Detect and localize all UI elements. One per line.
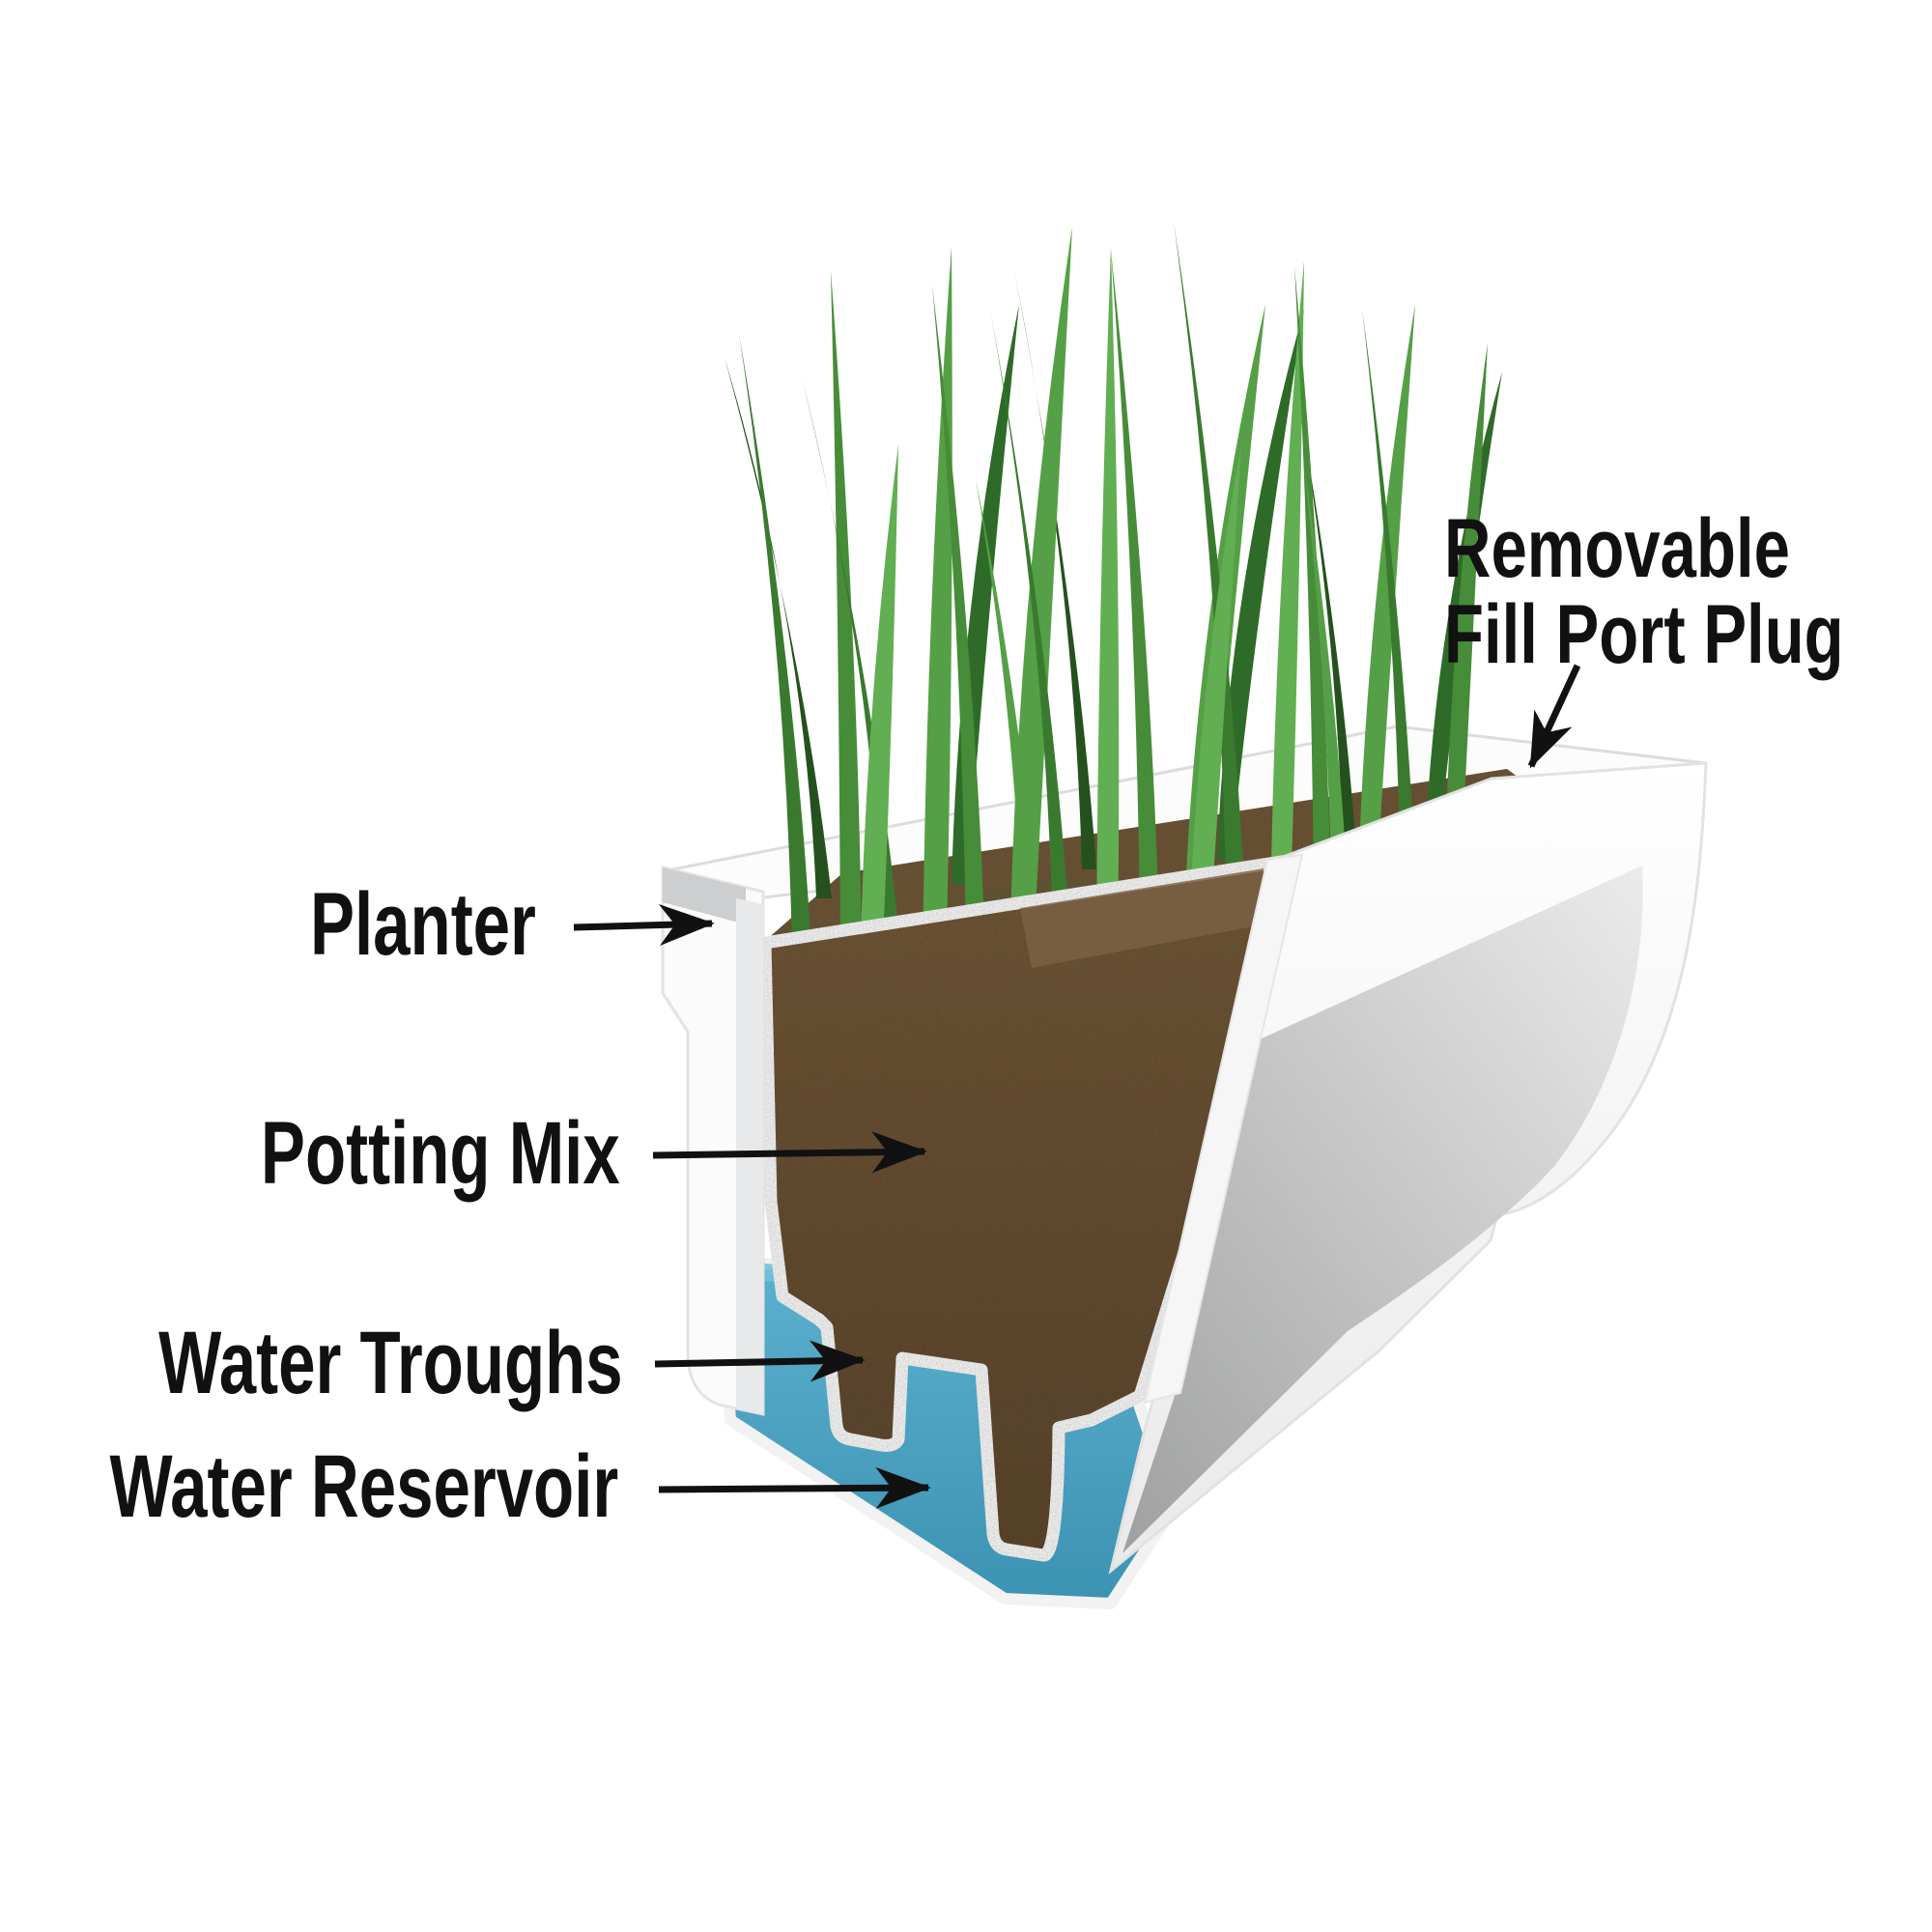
fill-port-label-line1: Removable	[1444, 502, 1790, 595]
grass-blade	[1362, 309, 1416, 889]
grass-blade	[1444, 343, 1488, 894]
grass-blade	[1285, 328, 1356, 850]
grass-blade	[1188, 444, 1241, 966]
planter-arrow	[573, 904, 715, 947]
fill-port-arrow	[1527, 664, 1581, 769]
grass-blade	[724, 357, 832, 898]
grass-blade	[1009, 227, 1072, 961]
fill-port-label: Removable Fill Port Plug	[1444, 506, 1844, 677]
grass-blade	[1174, 222, 1246, 918]
potting-mix-label: Potting Mix	[261, 1104, 620, 1203]
grass-blade	[923, 246, 952, 971]
grass-blade	[976, 478, 1043, 980]
grass-blade	[1111, 251, 1159, 927]
planter-front-inner-panel	[1122, 866, 1643, 1553]
grass-blade	[1096, 246, 1120, 952]
planter-front-cut-edge	[1143, 853, 1304, 1405]
grass-blade	[831, 270, 862, 966]
grass-blade	[1294, 266, 1331, 903]
water-reservoir-arrow	[658, 1466, 931, 1509]
grass-blade	[1217, 309, 1304, 860]
fill-port-label-line2: Fill Port Plug	[1444, 587, 1844, 681]
grass-blade	[739, 333, 811, 952]
water-reservoir-label: Water Reservoir	[109, 1437, 618, 1536]
planter-label: Planter	[310, 875, 536, 974]
water-troughs-arrow	[654, 1340, 866, 1382]
soil-cut-ledge	[1020, 862, 1310, 968]
grass-blade	[990, 309, 1070, 937]
grass-blade	[932, 285, 985, 952]
water-troughs-label: Water Troughs	[158, 1314, 623, 1412]
grass	[724, 222, 1502, 985]
potting-mix-cut-face	[758, 851, 1313, 1562]
grass-blade	[1357, 304, 1415, 913]
potting-mix-arrow	[652, 1131, 927, 1174]
grass-blade	[1304, 464, 1350, 947]
grass-blade	[860, 444, 898, 985]
planter-left-rim-inner	[663, 867, 746, 924]
grass-blade	[1270, 261, 1304, 927]
grass-blade	[1014, 270, 1096, 869]
